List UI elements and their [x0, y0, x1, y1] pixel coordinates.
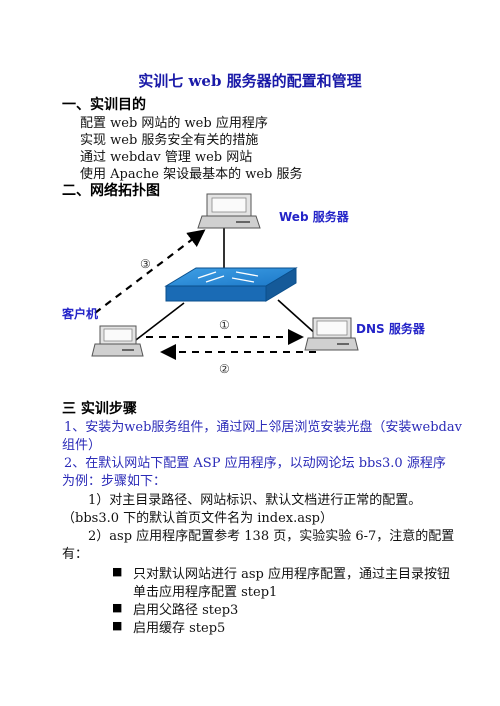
- substep2-line2: 有：: [62, 547, 89, 562]
- substep1-line2: （bbs3.0 下的默认首页文件名为 index.asp）: [62, 511, 334, 526]
- link-dns-switch: [277, 299, 319, 337]
- link-client-switch: [131, 302, 185, 344]
- bullet-icon: ■: [112, 565, 123, 578]
- bullet-icon: ■: [112, 619, 123, 632]
- step2-line1: 2、在默认网站下配置 ASP 应用程序，以动网论坛 bbs3.0 源程序: [64, 456, 446, 471]
- arrow-client-to-web: [94, 229, 206, 314]
- client-label: 客户机: [62, 307, 99, 321]
- bullet-item: 启用缓存 step5: [133, 621, 226, 636]
- page-title: 实训七 web 服务器的配置和管理: [138, 72, 362, 90]
- bullet-item: 启用父路径 step3: [133, 603, 239, 618]
- step2-line2: 为例：步骤如下：: [62, 474, 167, 489]
- bullet-item-continuation: 单击应用程序配置 step1: [133, 585, 278, 600]
- objective-item: 使用 Apache 架设最基本的 web 服务: [80, 167, 303, 182]
- client-computer-icon: [91, 325, 144, 357]
- step1-line1: 1、安装为web服务组件，通过网上邻居浏览安装光盘（安装webdav: [64, 420, 462, 435]
- objective-item: 实现 web 服务安全有关的措施: [80, 133, 259, 148]
- marker-2: ②: [219, 362, 230, 376]
- marker-3: ③: [140, 257, 151, 271]
- bullet-icon: ■: [112, 601, 123, 614]
- step1-line2: 组件）: [62, 438, 102, 453]
- web-server-label: Web 服务器: [279, 210, 349, 224]
- web-server-computer-icon: [197, 193, 261, 229]
- objective-item: 配置 web 网站的 web 应用程序: [80, 116, 268, 131]
- section2-heading: 二、网络拓扑图: [62, 183, 160, 199]
- section3-heading: 三 实训步骤: [62, 401, 137, 417]
- bullet-item: 只对默认网站进行 asp 应用程序配置，通过主目录按钮: [133, 567, 451, 582]
- substep1-line1: 1）对主目录路径、网站标识、默认文档进行正常的配置。: [88, 493, 422, 508]
- marker-1: ①: [219, 318, 230, 332]
- substep2-line1: 2）asp 应用程序配置参考 138 页，实验实验 6-7，注意的配置: [88, 529, 455, 544]
- switch-icon: [164, 267, 298, 302]
- section1-heading: 一、实训目的: [62, 97, 146, 113]
- dns-server-label: DNS 服务器: [356, 322, 425, 336]
- objective-item: 通过 webdav 管理 web 网站: [80, 150, 253, 165]
- dns-server-computer-icon: [304, 317, 359, 351]
